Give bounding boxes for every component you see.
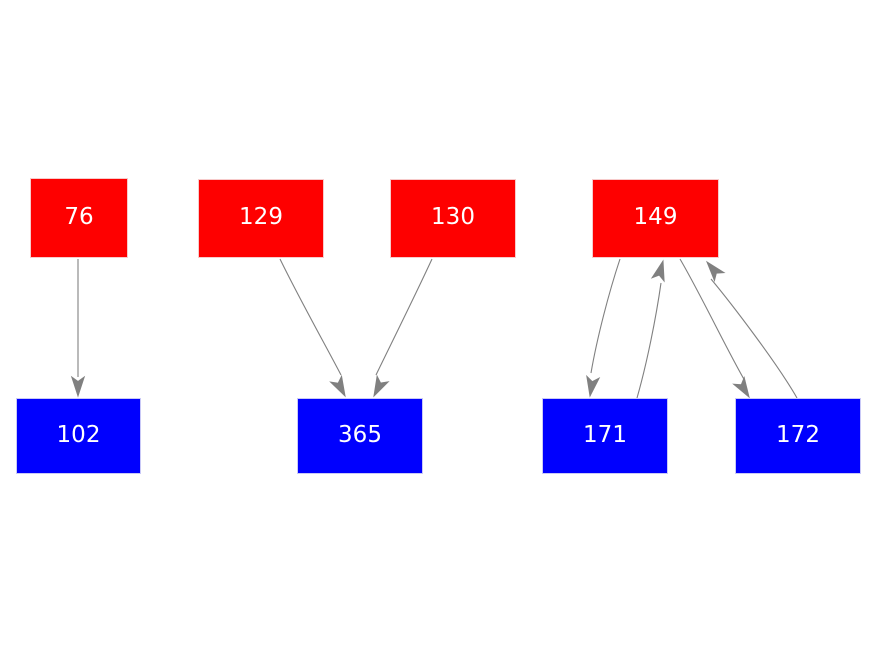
node-label: 130 <box>431 204 475 230</box>
node-label: 129 <box>239 204 283 230</box>
arrowhead-149-to-171 <box>586 374 601 398</box>
arrowhead-130-to-365 <box>373 374 390 398</box>
arrowhead-172-to-149 <box>705 260 726 283</box>
node-label: 172 <box>776 421 820 448</box>
arrowhead-76-to-102 <box>70 375 86 398</box>
graph-node-172[interactable]: 172 <box>735 398 861 474</box>
arrowhead-129-to-365 <box>329 374 346 398</box>
graph-edge-171-to-149 <box>636 282 662 399</box>
graph-node-365[interactable]: 365 <box>297 398 423 474</box>
graph-node-171[interactable]: 171 <box>542 398 668 474</box>
node-label: 149 <box>633 204 678 230</box>
graph-edge-149-to-172 <box>679 258 746 382</box>
graph-edge-130-to-365 <box>375 258 433 376</box>
graph-edge-129-to-365 <box>279 258 342 376</box>
graph-node-130[interactable]: 130 <box>390 179 516 258</box>
graph-node-129[interactable]: 129 <box>198 179 324 258</box>
node-label: 365 <box>338 421 382 448</box>
graph-node-149[interactable]: 149 <box>592 179 719 258</box>
node-label: 171 <box>583 421 627 448</box>
graph-node-76[interactable]: 76 <box>30 178 128 258</box>
graph-edge-172-to-149 <box>710 278 798 399</box>
arrowhead-171-to-149 <box>650 259 665 283</box>
node-label: 76 <box>64 203 94 230</box>
arrowhead-149-to-172 <box>732 375 750 399</box>
graph-edge-149-to-171 <box>590 258 621 374</box>
node-label: 102 <box>56 421 101 448</box>
graph-node-102[interactable]: 102 <box>16 398 141 474</box>
